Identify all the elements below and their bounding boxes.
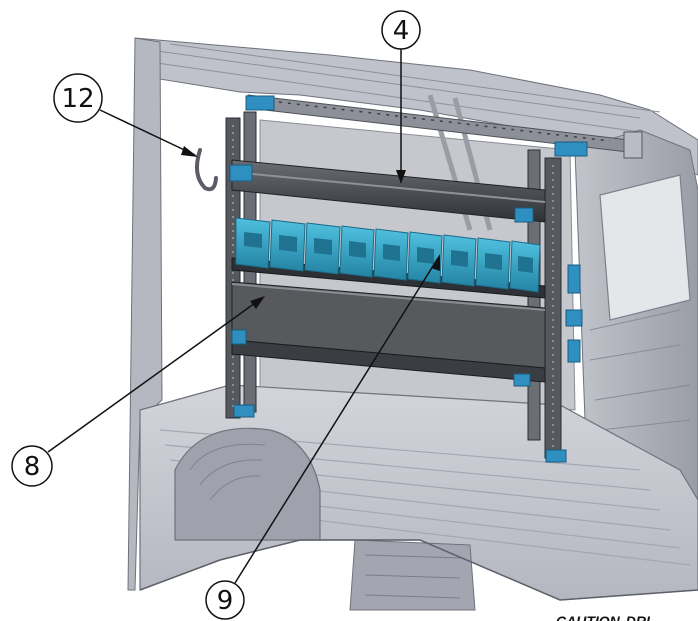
foot-left <box>233 404 255 418</box>
mounting-brackets <box>229 95 643 463</box>
wheel-well-ribs <box>189 443 266 501</box>
caution-rest: DRI <box>626 613 651 621</box>
bracket-wall-right-2 <box>565 309 583 327</box>
bin <box>475 237 511 290</box>
top-shelf-lip <box>231 171 546 203</box>
shelving-unit <box>194 94 643 463</box>
wall-panel-lines <box>589 309 691 431</box>
roof-ribs <box>149 43 661 133</box>
bin <box>235 217 271 269</box>
bracket-wall-right-3 <box>567 339 581 363</box>
callouts: 4 12 8 9 <box>11 10 440 620</box>
bracket-shelf-right <box>514 207 534 223</box>
bin <box>509 240 541 293</box>
callout-8: 8 <box>11 296 265 487</box>
side-window <box>599 174 691 321</box>
bracket-panel-left <box>231 329 247 345</box>
divider-panel-top-edge <box>231 283 546 311</box>
caution-text: CAUTION DRI <box>556 613 651 621</box>
top-rail-holes <box>269 100 611 142</box>
bracket-rear-right <box>623 131 643 159</box>
bin <box>441 234 477 287</box>
callout-4-label: 4 <box>393 16 410 46</box>
callout-9-label: 9 <box>217 586 234 616</box>
foot-right <box>545 449 567 463</box>
bin <box>304 222 341 275</box>
bracket-shelf-left <box>229 164 253 182</box>
floor-rear-edge <box>139 539 698 601</box>
bin-row <box>231 217 546 299</box>
callout-9: 9 <box>205 254 440 620</box>
bottom-rail <box>231 339 546 383</box>
bracket-top-right <box>554 141 588 157</box>
wheel-well <box>174 427 321 541</box>
rear-step-detail <box>364 554 461 599</box>
callout-4: 4 <box>381 10 421 184</box>
bracket-top-left <box>245 95 275 111</box>
bracket-wall-right <box>567 264 581 294</box>
floor-ribs <box>159 429 691 566</box>
bin <box>269 219 306 272</box>
callout-8-label: 8 <box>24 452 41 482</box>
caution-word: CAUTION <box>556 613 621 621</box>
callout-12: 12 <box>53 73 198 157</box>
callout-12-label: 12 <box>61 84 94 114</box>
bracket-bottom-right <box>513 373 531 387</box>
right-upright-front <box>544 157 562 459</box>
bin <box>339 225 375 278</box>
bin <box>407 231 443 284</box>
hook <box>194 148 218 192</box>
bin <box>373 228 409 281</box>
